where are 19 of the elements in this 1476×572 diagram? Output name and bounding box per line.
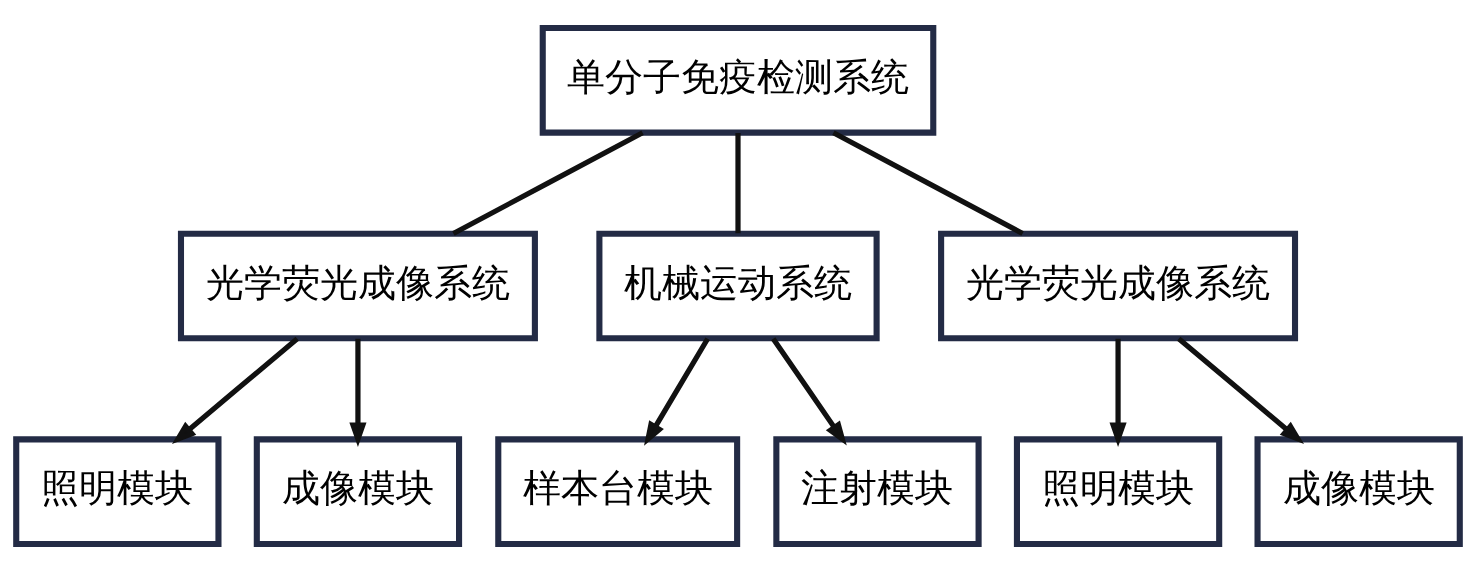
- arrow: [349, 338, 367, 447]
- arrow: [771, 337, 847, 446]
- node-box: 成像模块: [253, 436, 463, 548]
- node-box: 单分子免疫检测系统: [539, 24, 937, 136]
- node-box: 照明模块: [13, 436, 222, 548]
- arrow: [644, 337, 710, 446]
- node-box: 光学荧光成像系统: [177, 230, 538, 342]
- node-box: 样本台模块: [495, 436, 741, 548]
- connector: [452, 130, 644, 236]
- arrow: [1177, 336, 1305, 445]
- node-box: 照明模块: [1013, 436, 1223, 548]
- node-box: 机械运动系统: [596, 230, 880, 342]
- connector: [832, 130, 1024, 236]
- connector: [735, 133, 741, 234]
- node-box: 光学荧光成像系统: [938, 230, 1299, 342]
- arrow: [1109, 338, 1127, 447]
- arrow: [171, 336, 299, 445]
- node-box: 成像模块: [1254, 436, 1463, 548]
- node-box: 注射模块: [773, 436, 982, 548]
